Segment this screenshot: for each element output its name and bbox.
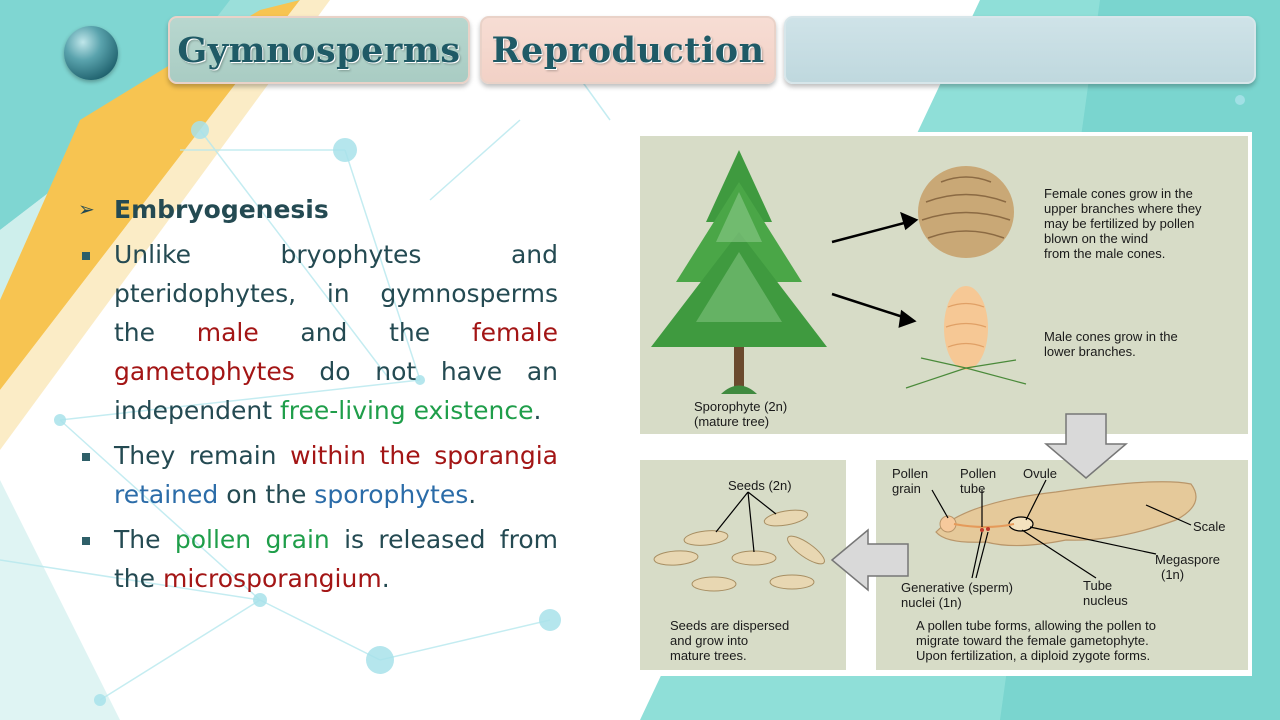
svg-text:Female cones grow in the: Female cones grow in the xyxy=(1044,186,1193,201)
heading-text: Embryogenesis xyxy=(114,195,329,224)
seeds-leader-lines xyxy=(715,491,777,553)
bullet-segment: is released from the xyxy=(114,525,558,593)
svg-text:Scale: Scale xyxy=(1193,519,1226,534)
left-arrow-icon xyxy=(830,528,909,592)
bullet-segment: retained xyxy=(114,480,219,509)
ovule-scale-illustration xyxy=(935,481,1197,547)
arrow-bullet-icon: ➢ xyxy=(78,197,95,221)
svg-text:upper branches where they: upper branches where they xyxy=(1044,201,1202,216)
bullet-segment: on the xyxy=(218,480,315,509)
svg-text:Megaspore: Megaspore xyxy=(1155,552,1220,567)
svg-text:Ovule: Ovule xyxy=(1023,466,1057,481)
pollen-leader-lines xyxy=(931,479,1192,579)
tab-reproduction: Reproduction xyxy=(480,16,776,84)
bullet-segment: . xyxy=(468,480,477,509)
svg-text:blown on the wind: blown on the wind xyxy=(1044,231,1148,246)
svg-text:Upon fertilization, a diploid: Upon fertilization, a diploid zygote for… xyxy=(916,648,1150,663)
pollen-tube-caption: A pollen tube forms, allowing the pollen… xyxy=(916,618,1156,663)
bullet-segment: microsporangium xyxy=(162,564,382,593)
svg-text:grain: grain xyxy=(892,481,921,496)
square-bullet-icon xyxy=(78,235,114,430)
bullet-segment: free-living existence xyxy=(279,396,534,425)
svg-text:A pollen tube forms, allowing: A pollen tube forms, allowing the pollen… xyxy=(916,618,1156,633)
bullet-text: Unlike bryophytes and pteridophytes, in … xyxy=(114,235,558,430)
bullet-segment: male xyxy=(196,318,259,347)
svg-text:tube: tube xyxy=(960,481,985,496)
bullet-text: The pollen grain is released from the mi… xyxy=(114,520,558,598)
svg-text:from the male cones.: from the male cones. xyxy=(1044,246,1165,261)
male-cone-illustration xyxy=(905,286,1027,389)
seeds-illustration xyxy=(653,509,825,592)
bullet-item: They remain within the sporangia retaine… xyxy=(78,436,558,514)
bullet-segment: They remain xyxy=(114,441,291,470)
arrow-to-cones xyxy=(831,211,919,328)
bullet-segment: female gametophytes xyxy=(114,318,558,386)
bullet-text: They remain within the sporangia retaine… xyxy=(114,436,558,514)
svg-text:Pollen: Pollen xyxy=(960,466,996,481)
female-cone-illustration xyxy=(918,166,1014,258)
sporophyte-label-2: (mature tree) xyxy=(694,414,769,429)
seeds-caption: Seeds are dispersed and grow into mature… xyxy=(670,618,789,663)
svg-text:Generative (sperm): Generative (sperm) xyxy=(901,580,1013,595)
svg-text:migrate toward the female game: migrate toward the female gametophyte. xyxy=(916,633,1149,648)
svg-text:and grow into: and grow into xyxy=(670,633,748,648)
sporophyte-label-1: Sporophyte (2n) xyxy=(694,399,787,414)
svg-text:may be fertilized by pollen: may be fertilized by pollen xyxy=(1044,216,1194,231)
square-bullet-icon xyxy=(78,436,114,514)
slide-content: ➢ Embryogenesis Unlike bryophytes and pt… xyxy=(78,190,558,598)
tab-reproduction-label: Reproduction xyxy=(491,30,765,71)
bullet-segment: . xyxy=(381,564,390,593)
svg-text:Seeds are dispersed: Seeds are dispersed xyxy=(670,618,789,633)
bullet-segment: within the sporangia xyxy=(290,441,558,470)
bullet-segment: and the xyxy=(258,318,472,347)
tab-gymnosperms-label: Gymnosperms xyxy=(177,30,461,71)
svg-text:nucleus: nucleus xyxy=(1083,593,1128,608)
bullet-segment: The xyxy=(114,525,175,554)
bullet-segment: Unlike bryophytes and pteridophytes, in … xyxy=(114,240,558,347)
seeds-label: Seeds (2n) xyxy=(728,478,792,493)
decorative-orb xyxy=(64,26,118,80)
tab-empty xyxy=(784,16,1256,84)
male-cones-caption: Male cones grow in the lower branches. xyxy=(1044,329,1178,359)
tab-gymnosperms: Gymnosperms xyxy=(168,16,470,84)
bullet-item: The pollen grain is released from the mi… xyxy=(78,520,558,598)
svg-text:mature trees.: mature trees. xyxy=(670,648,747,663)
female-cones-caption: Female cones grow in the upper branches … xyxy=(1044,186,1202,261)
square-bullet-icon xyxy=(78,520,114,598)
bullet-segment: pollen grain xyxy=(174,525,330,554)
gymnosperm-life-cycle-figure: Sporophyte (2n) (mature tree) Female con… xyxy=(636,132,1252,676)
bullet-segment: . xyxy=(533,396,542,425)
svg-text:nuclei (1n): nuclei (1n) xyxy=(901,595,962,610)
svg-text:lower branches.: lower branches. xyxy=(1044,344,1136,359)
svg-text:(1n): (1n) xyxy=(1161,567,1184,582)
section-heading: ➢ Embryogenesis xyxy=(78,190,558,229)
pollen-labels: Pollen grain Pollen tube Ovule Scale Meg… xyxy=(892,466,1226,610)
svg-text:Pollen: Pollen xyxy=(892,466,928,481)
bullet-segment: do not have an independent xyxy=(114,357,558,425)
down-arrow-icon xyxy=(1043,413,1129,479)
tree-illustration xyxy=(651,150,827,394)
svg-text:Male cones grow in the: Male cones grow in the xyxy=(1044,329,1178,344)
bullet-item: Unlike bryophytes and pteridophytes, in … xyxy=(78,235,558,430)
bullet-segment: sporophytes xyxy=(314,480,469,509)
svg-text:Tube: Tube xyxy=(1083,578,1112,593)
